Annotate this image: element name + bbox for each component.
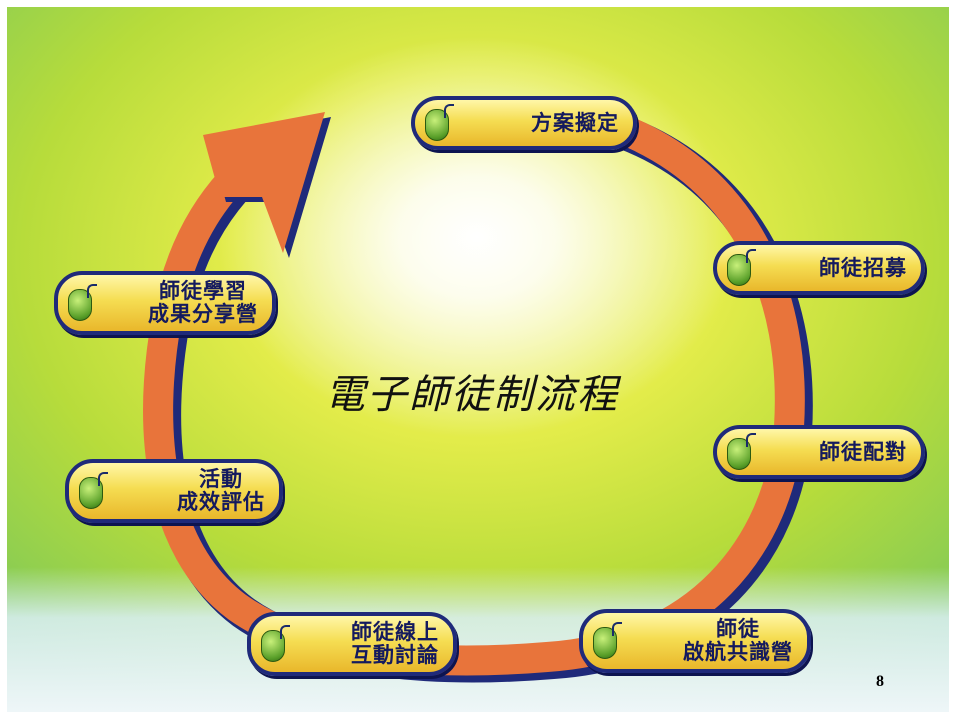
computer-mouse-icon	[727, 433, 756, 470]
slide: 方案擬定 師徒招募 師徒配對 師徒 啟航共識營 師徒線上 互動討論 活動 成效評…	[7, 7, 949, 712]
computer-mouse-icon	[425, 104, 454, 141]
step-label: 師徒配對	[819, 439, 907, 464]
step-label-line-1: 師徒線上	[351, 620, 439, 644]
step-7: 師徒學習 成果分享營	[54, 271, 276, 335]
page-number: 8	[876, 673, 884, 690]
diagram-title: 電子師徒制流程	[325, 372, 619, 418]
step-2: 師徒招募	[713, 241, 925, 295]
step-6: 活動 成效評估	[65, 459, 283, 523]
step-label-line-1: 活動	[199, 467, 243, 491]
step-label-line-2: 啟航共識營	[683, 640, 793, 664]
computer-mouse-icon	[79, 472, 108, 509]
step-label-line-2: 互動討論	[351, 643, 439, 667]
computer-mouse-icon	[68, 284, 97, 321]
step-4: 師徒 啟航共識營	[579, 609, 811, 673]
step-label-line-2: 成果分享營	[148, 302, 258, 326]
step-label-line-1: 師徒學習	[159, 279, 247, 303]
step-5: 師徒線上 互動討論	[247, 612, 457, 676]
step-1: 方案擬定	[411, 96, 637, 150]
computer-mouse-icon	[727, 249, 756, 286]
computer-mouse-icon	[261, 625, 290, 662]
step-3: 師徒配對	[713, 425, 925, 479]
arrow-head	[203, 112, 325, 253]
step-label: 師徒招募	[819, 255, 907, 280]
step-label-line-2: 成效評估	[177, 490, 265, 514]
computer-mouse-icon	[593, 622, 622, 659]
step-label: 方案擬定	[531, 110, 619, 135]
step-label-line-1: 師徒	[716, 617, 760, 641]
